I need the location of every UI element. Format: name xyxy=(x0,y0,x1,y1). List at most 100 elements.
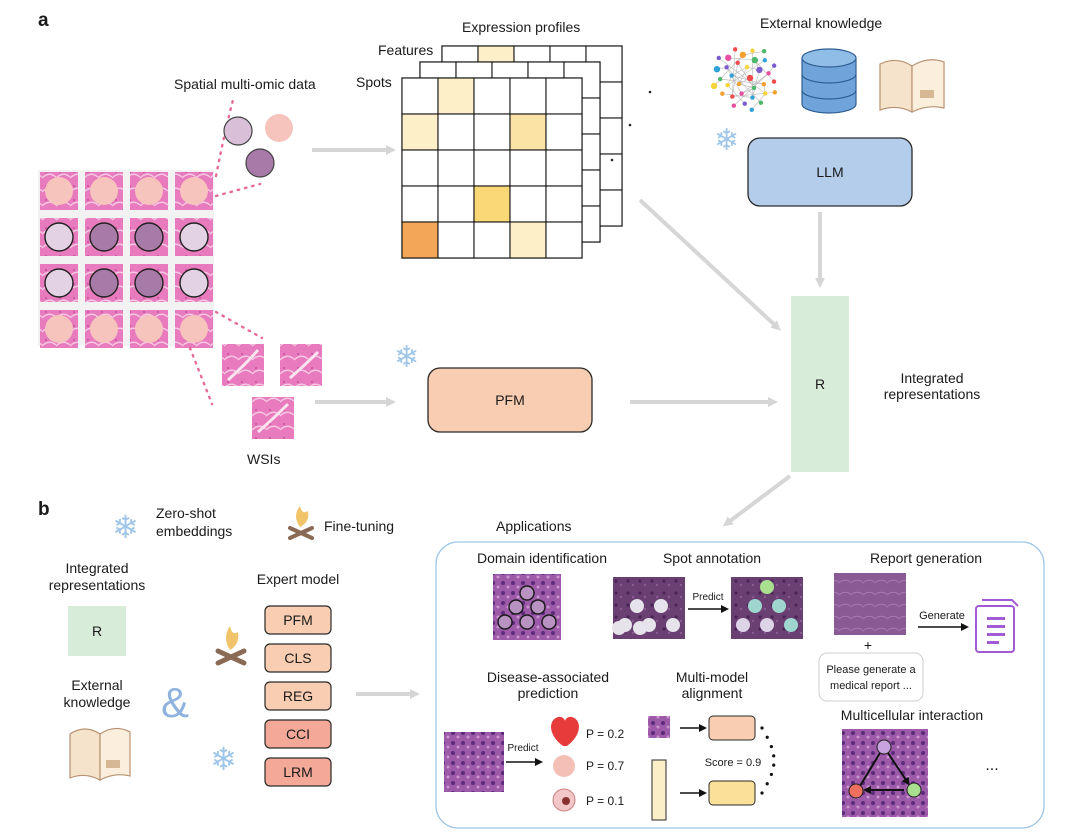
interaction-node-red xyxy=(848,783,864,799)
book-icon xyxy=(879,59,945,113)
matrix-cell xyxy=(437,77,475,115)
more-applications-ellipsis: ... xyxy=(985,757,998,774)
domain-spot xyxy=(519,585,535,601)
expert-model-box xyxy=(264,643,332,673)
pfm-label: PFM xyxy=(495,392,525,408)
b-integrated-line2: representations xyxy=(49,577,146,593)
b-r-label: R xyxy=(92,623,102,639)
arrow-r-to-applications xyxy=(722,474,792,527)
tissue-spot xyxy=(180,177,208,205)
matrix-cell xyxy=(545,149,583,187)
cell-cluster-icon xyxy=(553,755,575,777)
expert-model-box xyxy=(264,719,332,749)
annotated-spot xyxy=(760,618,774,632)
matrix-cell xyxy=(473,185,511,223)
expression-profiles-title: Expression profiles xyxy=(462,19,580,35)
matrix-cell xyxy=(437,113,475,151)
panel-a-label: a xyxy=(38,10,49,31)
disease-image xyxy=(444,732,504,792)
matrix-cell xyxy=(401,221,439,259)
tissue-spot xyxy=(90,315,118,343)
matrix-cell xyxy=(509,185,547,223)
tissue-spot xyxy=(44,268,74,298)
omic-circle-1 xyxy=(223,116,253,146)
connector-dotted-lower xyxy=(214,310,264,340)
b-external-line1: External xyxy=(71,677,122,693)
tissue-spot-grid xyxy=(38,170,214,348)
snowflake-icon-llm: ❄ xyxy=(714,123,739,158)
integrated-label-line1: Integrated xyxy=(900,370,963,386)
matrix-cell xyxy=(437,149,475,187)
matrix-cell xyxy=(509,77,547,115)
tissue-spot xyxy=(89,268,119,298)
domain-spot xyxy=(519,614,535,630)
domain-spot xyxy=(530,599,546,615)
alignment-image xyxy=(648,716,670,738)
annotated-spot xyxy=(736,618,750,632)
domain-image xyxy=(493,574,561,640)
report-plus: + xyxy=(864,637,872,653)
tissue-spot xyxy=(45,177,73,205)
legend-zero-shot-line1: Zero-shot xyxy=(156,505,216,521)
expert-model-label: PFM xyxy=(283,612,313,628)
domain-spot xyxy=(508,599,524,615)
document-icon xyxy=(975,599,1019,653)
connector-dotted-upper xyxy=(214,98,235,178)
tissue-spot xyxy=(44,222,74,252)
probability-2: P = 0.7 xyxy=(586,759,624,773)
matrix-cell xyxy=(437,185,475,223)
spot-input-circles xyxy=(612,599,680,635)
omic-circle-3 xyxy=(245,148,275,178)
expert-model-box xyxy=(264,605,332,635)
b-external-line2: knowledge xyxy=(64,694,131,710)
alignment-expression-bar xyxy=(651,759,667,821)
disease-label-line2: prediction xyxy=(518,685,579,701)
input-spot xyxy=(612,621,626,635)
arrow-expression-to-r xyxy=(638,198,781,331)
llm-label: LLM xyxy=(816,164,843,180)
campfire-icon-legend xyxy=(288,506,314,540)
connector-dotted-upper-2 xyxy=(214,182,262,198)
input-spot xyxy=(633,621,647,635)
features-label: Features xyxy=(378,42,433,58)
annotated-spot xyxy=(784,618,798,632)
alignment-dotted-link xyxy=(760,726,776,795)
tissue-spot xyxy=(179,222,209,252)
prompt-box xyxy=(818,652,924,702)
tissue-spot xyxy=(134,268,164,298)
matrix-cell xyxy=(437,221,475,259)
matrix-cell xyxy=(545,221,583,259)
ampersand-symbol: & xyxy=(161,679,189,726)
spots-label: Spots xyxy=(356,74,392,90)
alignment-expression-embedding xyxy=(708,780,756,806)
report-generation-label: Report generation xyxy=(870,550,982,566)
heart-icon xyxy=(551,716,579,746)
matrix-cell xyxy=(545,185,583,223)
multicellular-label: Multicellular interaction xyxy=(841,707,983,723)
applications-container xyxy=(435,541,1045,829)
matrix-cell xyxy=(509,113,547,151)
matrix-cell xyxy=(545,77,583,115)
expert-model-box xyxy=(264,681,332,711)
generate-label: Generate xyxy=(919,610,965,622)
alignment-label-line2: alignment xyxy=(682,685,743,701)
expert-model-label: CLS xyxy=(284,650,311,666)
snowflake-icon-legend: ❄ xyxy=(112,508,139,546)
matrix-cell xyxy=(473,149,511,187)
annotated-spot xyxy=(760,580,774,594)
domain-spot xyxy=(541,614,557,630)
expert-model-label: REG xyxy=(283,688,313,704)
ellipsis-dot-1 xyxy=(648,90,652,94)
annotated-spot xyxy=(772,599,786,613)
tissue-spot xyxy=(135,177,163,205)
matrix-cell xyxy=(401,113,439,151)
expression-matrix-front xyxy=(401,77,583,259)
tissue-spot xyxy=(135,315,163,343)
r-label: R xyxy=(815,376,825,392)
interaction-node-green xyxy=(906,782,922,798)
ellipsis-dot-2 xyxy=(628,123,632,127)
expert-model-box xyxy=(264,757,332,787)
alignment-label-line1: Multi-model xyxy=(676,669,748,685)
ellipsis-dot-3 xyxy=(610,158,614,162)
